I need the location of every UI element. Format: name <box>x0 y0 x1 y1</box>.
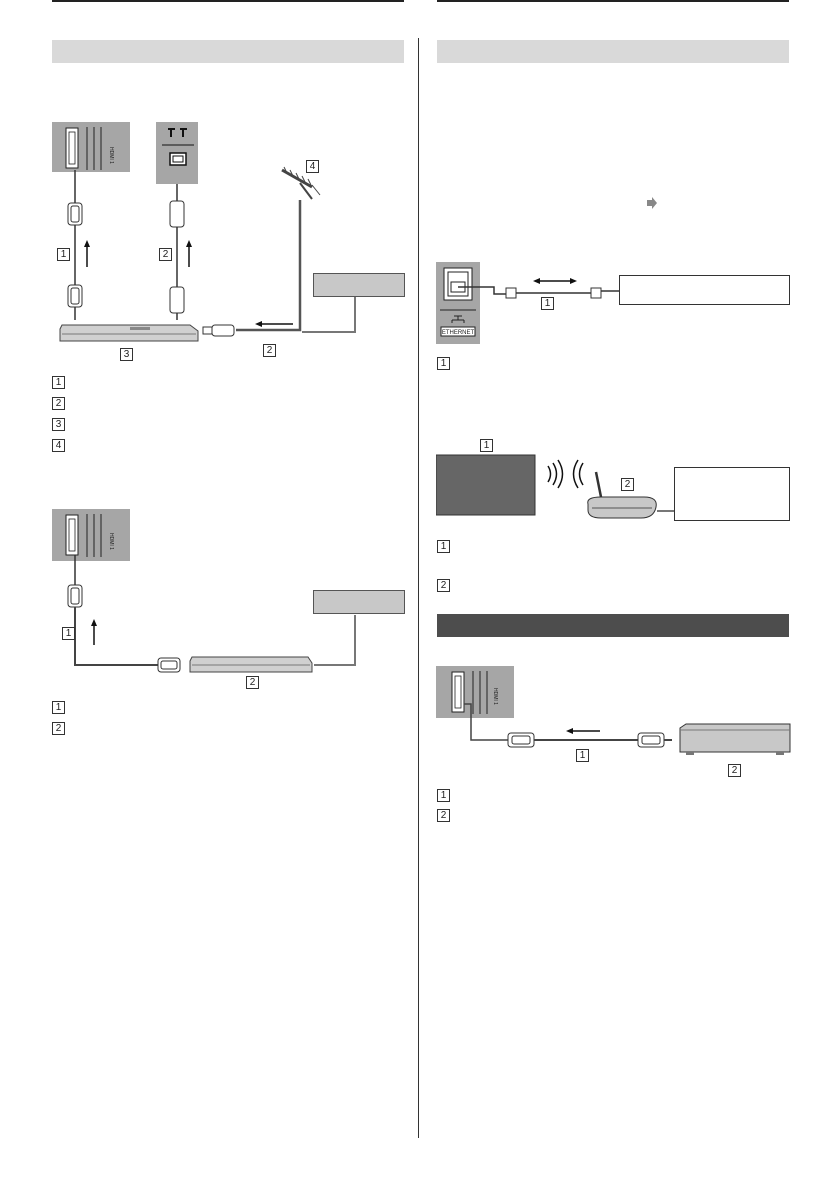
ethernet-port-icon <box>443 267 473 301</box>
hdmi-port-icon <box>65 514 102 557</box>
label-num-1: 1 <box>57 248 70 261</box>
legend-num-1-d2: 1 <box>52 701 65 714</box>
legend-num-2-hdmi: 2 <box>437 809 450 822</box>
network-box-wireless <box>674 467 790 521</box>
top-rule-right <box>437 0 789 2</box>
router-icon <box>587 471 657 519</box>
legend-num-1-hdmi: 1 <box>437 789 450 802</box>
label-num-3: 3 <box>120 348 133 361</box>
svg-text:ETHERNET: ETHERNET <box>442 330 475 336</box>
network-box <box>619 275 790 305</box>
recorder-device <box>59 324 199 342</box>
wireless-signal-icon <box>547 459 584 489</box>
column-divider <box>418 38 419 1138</box>
section-bar-right-dark <box>437 614 789 637</box>
label-num-4: 4 <box>306 160 319 173</box>
diagram-wireless-lan <box>436 454 674 519</box>
legend-num-1: 1 <box>52 376 65 389</box>
legend-num-2: 2 <box>52 397 65 410</box>
diagram-hdmi-device: HDMI 1 <box>436 666 791 755</box>
label-num-1-hdmi: 1 <box>576 749 589 762</box>
hdmi-panel-2 <box>52 509 130 561</box>
antenna-socket-icon <box>162 128 194 166</box>
antenna-icon <box>281 166 321 200</box>
section-bar-right-top <box>437 40 789 63</box>
tv-screen <box>436 454 536 516</box>
device-box-2 <box>313 590 405 614</box>
device-box-1 <box>313 273 405 297</box>
label-num-2-router: 2 <box>621 478 634 491</box>
label-num-2-d2: 2 <box>246 676 259 689</box>
hdmi-port-label: HDMI 1 <box>108 147 114 164</box>
legend-num-1-wl: 1 <box>437 540 450 553</box>
diagram-recorder-connection: HDMI 1 <box>52 122 356 342</box>
legend-num-1-eth: 1 <box>437 357 450 370</box>
label-num-2-hdmi: 2 <box>728 764 741 777</box>
svg-text:HDMI 1: HDMI 1 <box>492 688 498 705</box>
legend-num-3: 3 <box>52 418 65 431</box>
top-rule-left <box>52 0 404 2</box>
label-num-2b: 2 <box>263 344 276 357</box>
legend-num-2-wl: 2 <box>437 579 450 592</box>
external-device <box>679 723 791 755</box>
hdmi-port-icon <box>451 671 488 714</box>
svg-text:HDMI 1: HDMI 1 <box>108 533 114 550</box>
hdmi-panel <box>52 122 130 172</box>
label-num-1-tv: 1 <box>480 439 493 452</box>
label-num-2: 2 <box>159 248 172 261</box>
player-device <box>189 656 313 673</box>
legend-num-2-d2: 2 <box>52 722 65 735</box>
arrow-right-icon <box>647 197 657 209</box>
label-num-1-d2: 1 <box>62 627 75 640</box>
hdmi-panel-3 <box>436 666 514 718</box>
section-bar-left-top <box>52 40 404 63</box>
diagram-wired-lan: ETHERNET <box>436 262 619 344</box>
hdmi-port-icon <box>65 127 102 170</box>
label-num-1-eth: 1 <box>541 297 554 310</box>
legend-num-4: 4 <box>52 439 65 452</box>
diagram-player-connection: HDMI 1 <box>52 509 356 673</box>
